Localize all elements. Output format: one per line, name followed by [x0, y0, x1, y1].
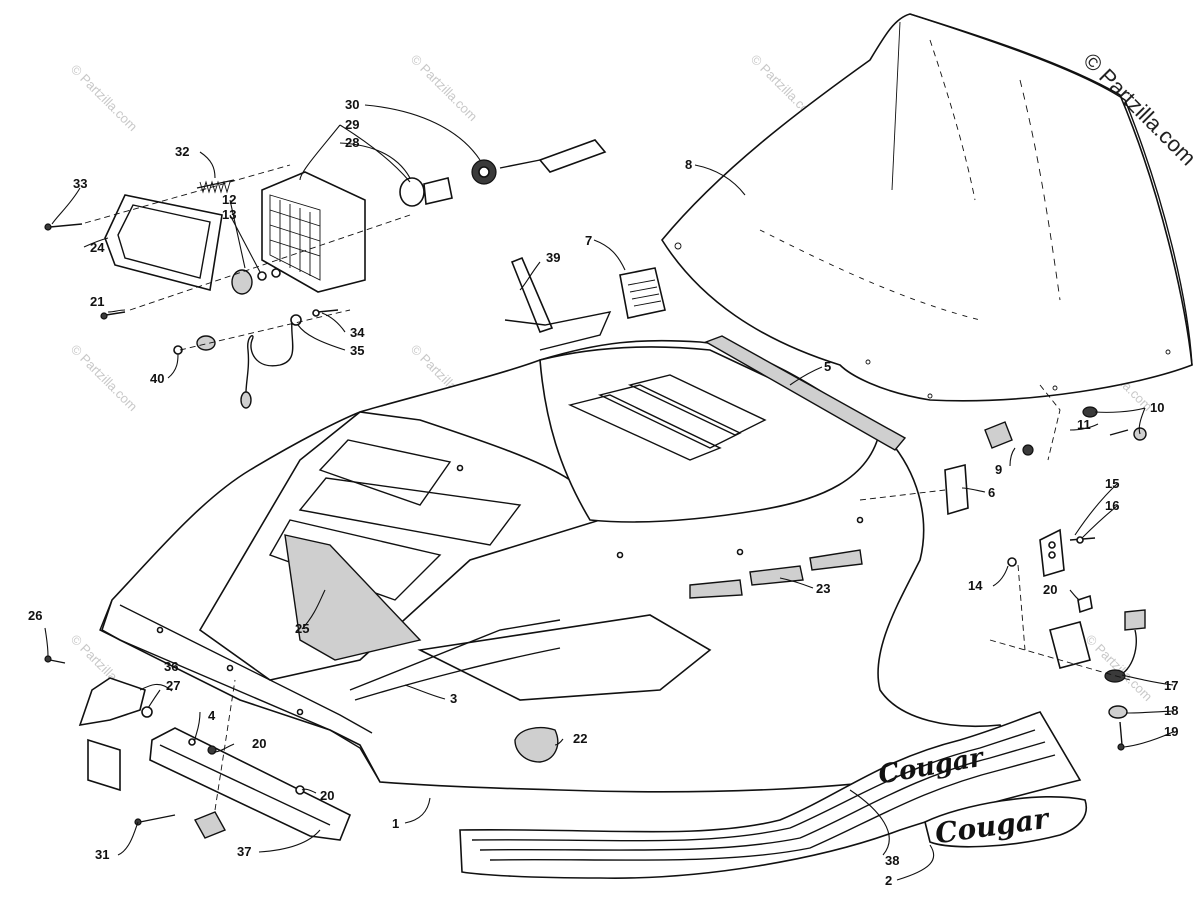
callout-31: 31: [95, 847, 109, 862]
watermark-tile: © Partzilla.com: [68, 342, 141, 415]
callout-36: 36: [164, 659, 178, 674]
trim-strip: [704, 335, 907, 451]
callout-20-b: 20: [252, 736, 266, 751]
callout-8: 8: [685, 157, 692, 172]
callout-13: 13: [222, 207, 236, 222]
watermark-tile: © Partzilla.com: [408, 52, 481, 125]
callout-10: 10: [1150, 400, 1164, 415]
callout-39: 39: [546, 250, 560, 265]
headlight-assembly: [44, 139, 607, 409]
callout-34: 34: [350, 325, 365, 340]
callout-28: 28: [345, 135, 359, 150]
callout-16: 16: [1105, 498, 1119, 513]
callout-14: 14: [968, 578, 983, 593]
callout-21: 21: [90, 294, 104, 309]
callout-7: 7: [585, 233, 592, 248]
callout-37: 37: [237, 844, 251, 859]
callout-20: 20: [1043, 582, 1057, 597]
callout-4: 4: [208, 708, 216, 723]
callout-11: 11: [1077, 417, 1091, 432]
callout-22: 22: [573, 731, 587, 746]
watermark-tile: © Partzilla.com: [68, 62, 141, 135]
callout-12: 12: [222, 192, 236, 207]
callout-1: 1: [392, 816, 399, 831]
callout-40: 40: [150, 371, 164, 386]
callout-38: 38: [885, 853, 899, 868]
callout-15: 15: [1105, 476, 1119, 491]
callout-20-c: 20: [320, 788, 334, 803]
callout-30: 30: [345, 97, 359, 112]
callout-33: 33: [73, 176, 87, 191]
leader-lines: [44, 104, 1174, 881]
hardware-left: [44, 655, 352, 841]
callout-17: 17: [1164, 678, 1178, 693]
callout-35: 35: [350, 343, 364, 358]
callout-5: 5: [824, 359, 831, 374]
callout-9: 9: [995, 462, 1002, 477]
callout-27: 27: [166, 678, 180, 693]
callout-19: 19: [1164, 724, 1178, 739]
callout-29: 29: [345, 117, 359, 132]
hardware-right: [504, 256, 1147, 751]
watermark-tile: © Partzilla.com: [1083, 632, 1156, 705]
callout-26: 26: [28, 608, 42, 623]
hood: [99, 339, 1004, 793]
callout-18: 18: [1164, 703, 1178, 718]
callout-23: 23: [816, 581, 830, 596]
callout-2: 2: [885, 873, 892, 888]
callout-24: 24: [90, 240, 105, 255]
callout-6: 6: [988, 485, 995, 500]
windshield: [661, 13, 1193, 402]
callout-labels: 1 2 3 4 5 6 7 8 9 10 11 12 13 14 15 16 1…: [28, 97, 1178, 888]
callout-32: 32: [175, 144, 189, 159]
callout-3: 3: [450, 691, 457, 706]
callout-25: 25: [295, 621, 309, 636]
